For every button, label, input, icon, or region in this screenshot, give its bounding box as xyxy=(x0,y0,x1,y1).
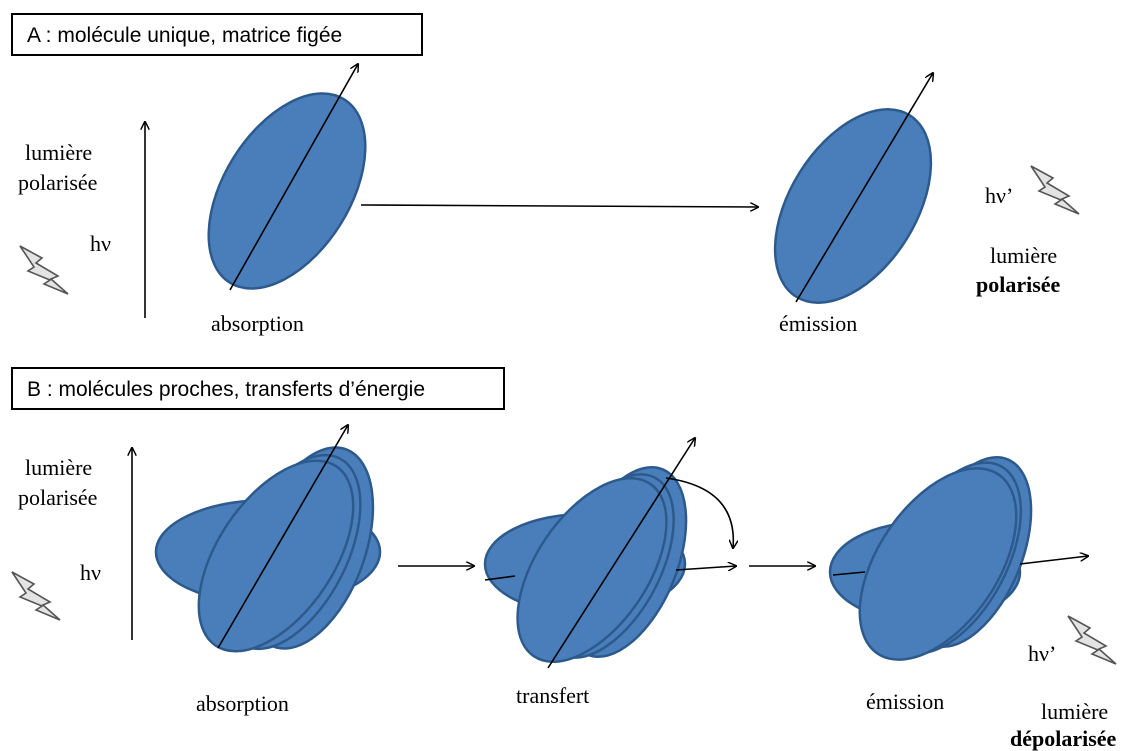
lightning-bolt-icon xyxy=(11,571,61,621)
panel-a-absorption-dipole-arrow xyxy=(229,64,358,291)
panel-b-transfer-out-dipole xyxy=(675,566,736,570)
panel-a-emission-dipole-arrow xyxy=(795,73,933,303)
panel-a-photon-in: hν xyxy=(90,231,111,256)
panel-b-transfer-molecule-stack xyxy=(483,438,736,669)
panel-b-transfer-label: transfert xyxy=(516,683,589,708)
panel-b-photon-out: hν’ xyxy=(1028,641,1056,666)
panel-b-transfer-in-dipole xyxy=(484,575,516,581)
panel-a-light-out-line1: lumière xyxy=(990,243,1057,268)
panel-b-light-out-line2: dépolarisée xyxy=(1010,726,1117,751)
panel-b-energy-transfer-curved-arrow xyxy=(665,477,733,548)
panel-a-photon-out: hν’ xyxy=(985,183,1013,208)
panel-b-emission-molecule-stack xyxy=(828,456,1088,661)
panel-b-photon-in: hν xyxy=(80,560,101,585)
panel-b-light-in-line2: polarisée xyxy=(18,485,97,510)
panel-b-absorption-label: absorption xyxy=(196,691,289,716)
panel-b: B : molécules proches, transferts d’éner… xyxy=(11,367,1117,751)
panel-b-light-in-line1: lumière xyxy=(25,455,92,480)
molecule-layer xyxy=(197,459,355,653)
panel-b-title-box xyxy=(11,367,505,410)
panel-b-title: B : molécules proches, transferts d’éner… xyxy=(27,378,425,401)
molecule-layer xyxy=(858,467,1018,661)
panel-b-emission-label: émission xyxy=(866,689,944,714)
panel-a-light-in-line2: polarisée xyxy=(18,170,97,195)
panel-a-title-box xyxy=(11,13,423,56)
lightning-bolt-icon xyxy=(19,245,69,295)
panel-a-emission-label: émission xyxy=(779,311,857,336)
panel-b-light-out-line1: lumière xyxy=(1041,699,1108,724)
molecule-layer xyxy=(516,477,668,663)
panel-a-light-in-line1: lumière xyxy=(25,140,92,165)
panel-a-absorption-label: absorption xyxy=(211,311,304,336)
panel-b-emission-dipole-arrow xyxy=(1019,556,1088,565)
panel-a-light-out-line2: polarisée xyxy=(976,272,1061,297)
panel-b-absorption-molecule-stack xyxy=(154,425,382,653)
panel-a-absorption-molecule xyxy=(207,92,367,290)
panel-a-process-arrow xyxy=(360,205,758,207)
panel-b-emission-in-dipole xyxy=(832,571,866,576)
lightning-bolt-icon xyxy=(1030,165,1080,215)
lightning-bolt-icon xyxy=(1067,615,1117,665)
panel-b-transfer-dipole-arrow xyxy=(547,438,695,669)
panel-a-title: A : molécule unique, matrice figée xyxy=(27,24,342,47)
panel-a: A : molécule unique, matrice figée lumiè… xyxy=(11,13,1080,336)
panel-b-absorption-dipole-arrow xyxy=(217,425,348,649)
